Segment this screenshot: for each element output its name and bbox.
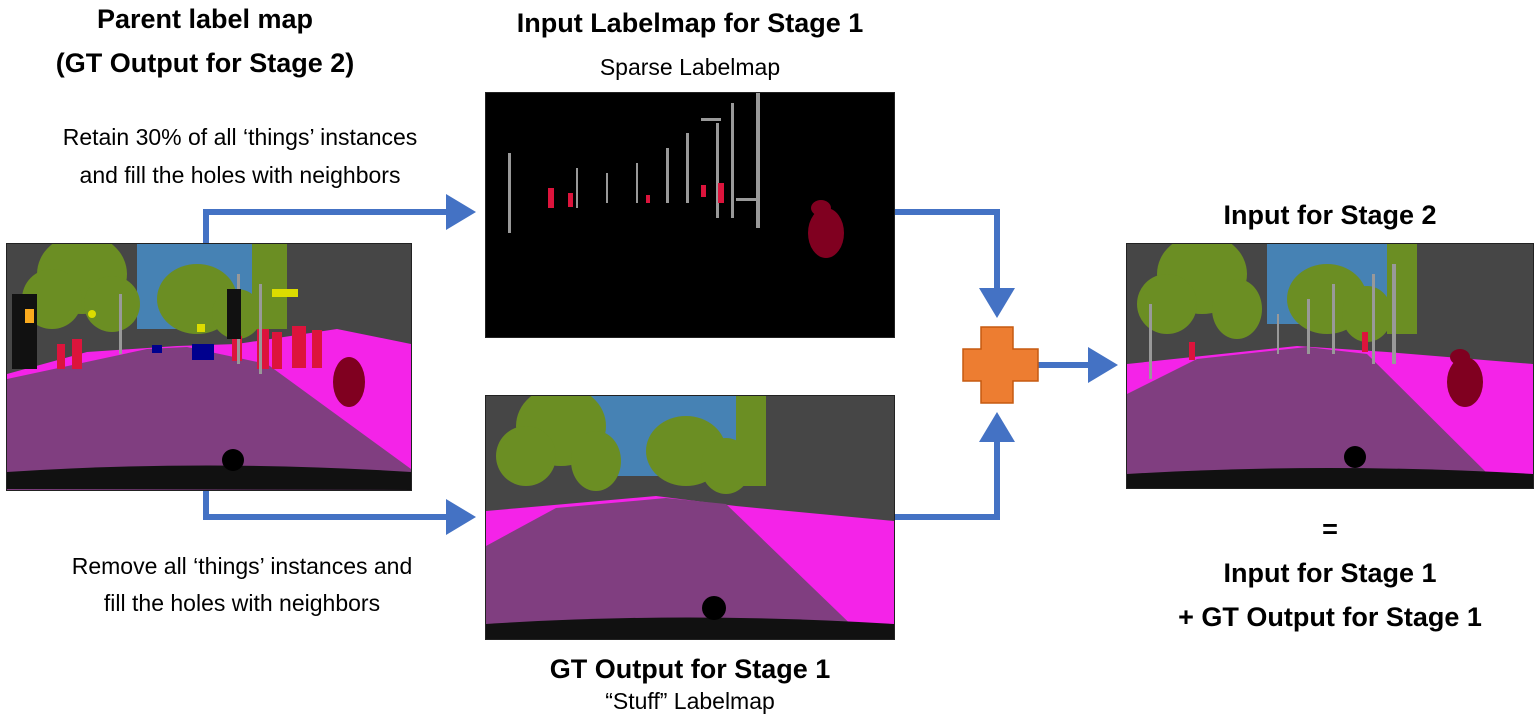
arrow-stuff-to-plus (893, 412, 1015, 520)
retain-text-line2: and fill the holes with neighbors (79, 162, 401, 188)
stage1-input-subtitle: Sparse Labelmap (599, 54, 781, 80)
remove-text-line2: fill the holes with neighbors (103, 590, 381, 616)
parent-title-line2: (GT Output for Stage 2) (55, 48, 355, 78)
parent-label-map-image (6, 243, 412, 491)
arrow-sparse-to-plus (893, 209, 1015, 318)
stage2-input-title: Input for Stage 2 (1223, 200, 1437, 230)
arrow-parent-to-stuff (203, 490, 476, 535)
stage1-gt-title: GT Output for Stage 1 (549, 654, 831, 684)
stuff-labelmap-image (485, 395, 895, 640)
stage2-eq-line1: Input for Stage 1 (1223, 558, 1437, 588)
plus-icon (962, 326, 1039, 404)
sparse-labelmap-image (485, 92, 895, 338)
stage2-input-image (1126, 243, 1534, 489)
retain-text-line1: Retain 30% of all ‘things’ instances (62, 124, 418, 150)
equals-sign: = (1322, 514, 1338, 544)
remove-text-line1: Remove all ‘things’ instances and (71, 553, 413, 579)
stage1-input-title: Input Labelmap for Stage 1 (516, 8, 864, 38)
stage2-eq-line2: + GT Output for Stage 1 (1178, 602, 1482, 632)
parent-title-line1: Parent label map (96, 4, 314, 34)
arrow-parent-to-sparse (203, 194, 476, 243)
stage1-gt-subtitle: “Stuff” Labelmap (605, 688, 775, 714)
